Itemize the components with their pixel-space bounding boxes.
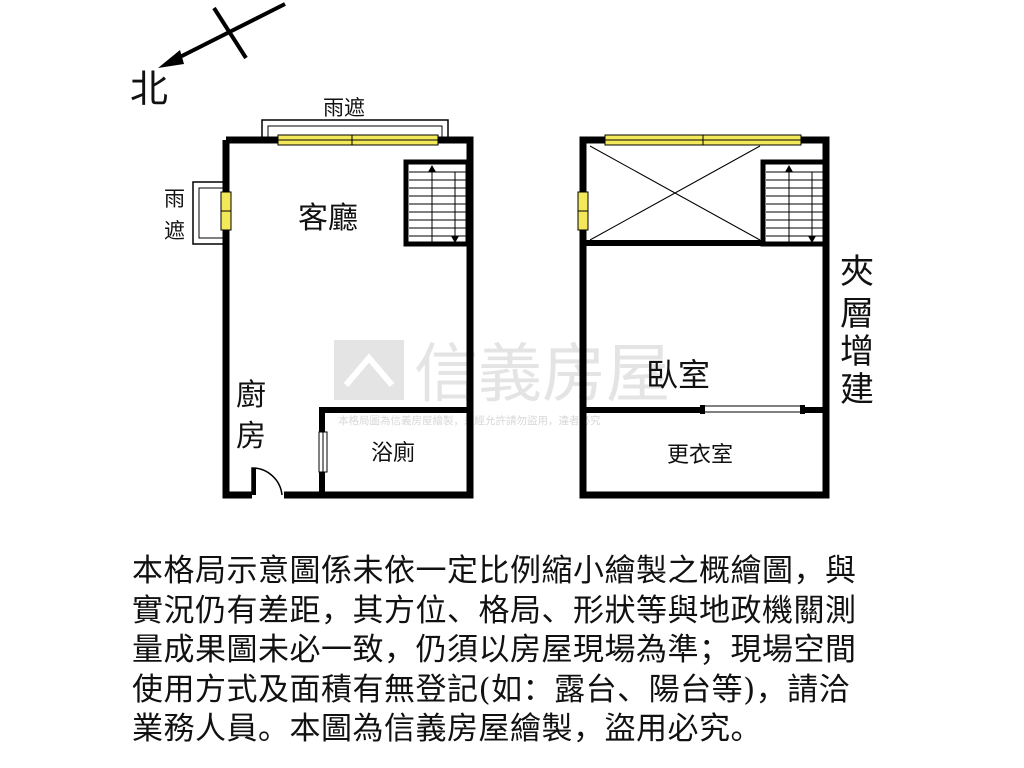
sliding-door bbox=[700, 405, 805, 414]
disclaimer-line: 業務人員。本圖為信義房屋繪製，盜用必究。 bbox=[132, 711, 762, 747]
watermark-logo bbox=[334, 340, 404, 400]
watermark-brand: 信義房屋 bbox=[414, 338, 670, 412]
north-compass: 北 bbox=[130, 2, 286, 111]
canopy-side-label-2: 遮 bbox=[164, 219, 185, 243]
mezzanine-label-3: 增 bbox=[840, 332, 874, 372]
bathroom-label: 浴廁 bbox=[371, 441, 415, 466]
walk-in-closet-label: 更衣室 bbox=[667, 443, 733, 468]
canopy-side-label-1: 雨 bbox=[164, 187, 185, 211]
bedroom-label: 臥室 bbox=[646, 356, 710, 394]
disclaimer-line: 使用方式及面積有無登記(如：露台、陽台等)，請洽 bbox=[132, 671, 851, 708]
disclaimer-line: 實況仍有差距，其方位、格局、形狀等與地政機關測 bbox=[132, 592, 857, 629]
disclaimer-line: 量成果圖未必一致，仍須以房屋現場為準；現場空間 bbox=[132, 632, 857, 668]
north-arrow-icon bbox=[158, 50, 184, 68]
mezz-staircase bbox=[760, 159, 828, 247]
entry-door bbox=[251, 467, 283, 496]
stair-arrow-icon bbox=[451, 236, 459, 243]
mezzanine-floor-plan: 臥室 更衣室 夾 層 增 建 bbox=[577, 134, 874, 499]
mezzanine-label-1: 夾 bbox=[840, 252, 874, 292]
staircase bbox=[403, 159, 471, 247]
watermark: 信義房屋 本格局圖為信義房屋繪製，未經允許請勿盜用，違者必究 bbox=[334, 338, 670, 427]
ground-floor-plan: 雨遮 雨 遮 bbox=[164, 96, 474, 499]
kitchen-label-2: 房 bbox=[236, 419, 266, 454]
mezzanine-label-4: 建 bbox=[840, 370, 874, 410]
disclaimer-line: 本格局示意圖係未依一定比例縮小繪製之概繪圖，與 bbox=[132, 553, 857, 589]
disclaimer: 本格局示意圖係未依一定比例縮小繪製之概繪圖，與 實況仍有差距，其方位、格局、形狀… bbox=[132, 552, 912, 750]
kitchen-label-1: 廚 bbox=[236, 378, 266, 413]
canopy-top-label: 雨遮 bbox=[323, 96, 365, 120]
mezz-stair-arrow-icon bbox=[808, 236, 816, 243]
north-label: 北 bbox=[130, 67, 168, 111]
mezzanine-label-2: 層 bbox=[840, 294, 874, 334]
living-room-label: 客廳 bbox=[298, 201, 358, 236]
